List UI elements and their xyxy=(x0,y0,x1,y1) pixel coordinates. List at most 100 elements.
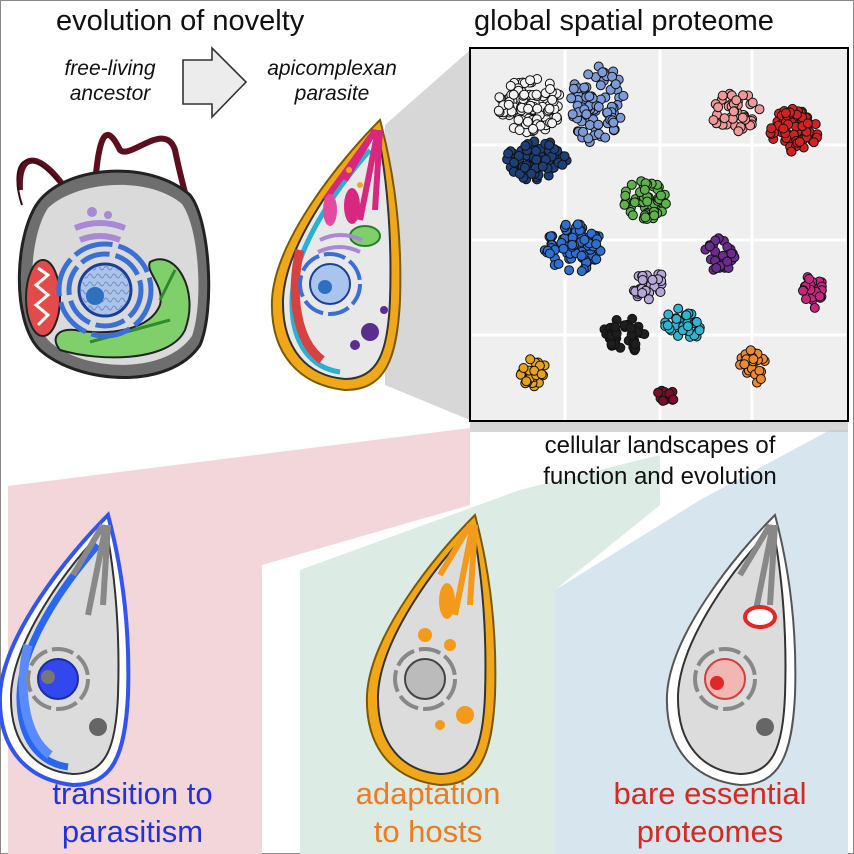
panel-label-transition-line1: transition to xyxy=(52,776,213,811)
scatter-point-lavender xyxy=(637,275,648,285)
scatter-point-light-blue xyxy=(597,67,608,78)
panel-label-adaptation-line1: adaptation xyxy=(355,776,501,811)
scatter-point-light-blue xyxy=(584,91,595,102)
ancestor-cell-icon xyxy=(16,132,211,379)
scatter-point-blue xyxy=(564,265,575,276)
parasite-label-line2: parasite xyxy=(294,82,370,105)
landscapes-label-line1: cellular landscapes of xyxy=(544,432,776,459)
scatter-point-white xyxy=(513,115,524,125)
panel-label-adaptation: adaptation to hosts xyxy=(318,775,538,851)
panel-bg-transition xyxy=(8,428,470,854)
scatter-point-pink xyxy=(733,126,744,137)
scatter-point-black xyxy=(630,339,641,350)
scatter-point-light-blue xyxy=(583,69,594,80)
parasite-cell-icon xyxy=(270,118,402,392)
scatter-point-white xyxy=(547,118,558,129)
scatter-point-pink xyxy=(728,106,739,117)
scatter-point-lavender xyxy=(637,288,648,298)
parasite-essential-icon xyxy=(665,513,797,787)
scatter-point-light-blue xyxy=(600,132,611,143)
panel-label-transition-line2: parasitism xyxy=(61,814,204,849)
panel-label-transition: transition to parasitism xyxy=(20,775,245,851)
ancestor-label-line1: free-living xyxy=(64,57,156,80)
scatter-point-navy xyxy=(531,145,541,156)
scatter-point-cyan xyxy=(673,303,684,314)
scatter-point-blue xyxy=(591,254,602,265)
scatter-point-cyan xyxy=(671,313,682,324)
panel-label-adaptation-line2: to hosts xyxy=(373,814,483,849)
scatter-point-red xyxy=(766,123,777,134)
scatter-point-orange xyxy=(748,354,759,365)
scatter-point-navy xyxy=(544,140,555,151)
scatter-point-blue xyxy=(558,243,569,254)
scatter-point-blue xyxy=(591,239,602,250)
scatter-point-navy xyxy=(537,161,548,172)
scatter-point-green xyxy=(620,190,631,201)
parasite-label-line1: apicomplexan xyxy=(267,57,397,80)
right-title: global spatial proteome xyxy=(474,5,774,37)
scatter-point-orange xyxy=(755,374,766,384)
landscapes-label: cellular landscapes of function and evol… xyxy=(500,430,820,492)
scatter-point-blue xyxy=(545,231,556,242)
scatter-point-green xyxy=(660,198,671,209)
scatter-point-light-blue xyxy=(593,101,604,112)
scatter-point-blue xyxy=(576,266,587,277)
scatter-point-pink xyxy=(731,95,742,106)
scatter-point-purple xyxy=(704,241,715,252)
scatter-point-magenta xyxy=(798,285,808,296)
scatter-point-blue xyxy=(576,250,587,261)
scatter-point-red xyxy=(808,137,819,148)
scatter-point-purple xyxy=(722,256,733,267)
scatter-point-purple xyxy=(726,248,737,259)
scatter-point-green xyxy=(627,210,638,221)
scatter-point-green xyxy=(642,196,653,207)
scatter-point-navy xyxy=(557,159,568,170)
scatter-point-pink xyxy=(708,115,719,126)
scatter-point-navy xyxy=(520,140,531,151)
scatter-point-light-blue xyxy=(618,90,629,101)
scatter-point-navy xyxy=(519,162,530,173)
scatter-point-magenta xyxy=(801,294,811,305)
evolution-arrow-icon xyxy=(182,46,248,119)
scatter-point-navy xyxy=(526,168,537,179)
scatter-point-green xyxy=(629,197,640,208)
scatter-point-cyan xyxy=(682,321,693,332)
scatter-point-cyan xyxy=(681,310,692,321)
scatter-point-blue xyxy=(553,258,564,269)
parasite-label: apicomplexan parasite xyxy=(262,56,402,106)
scatter-point-blue xyxy=(579,234,590,245)
scatter-point-magenta xyxy=(809,302,820,313)
scatter-point-light-blue xyxy=(593,119,604,130)
scatter-point-red xyxy=(802,118,813,129)
scatter-point-white xyxy=(494,92,505,103)
scatter-point-gold xyxy=(525,354,536,365)
scatter-point-white xyxy=(547,94,558,105)
scatter-point-black xyxy=(610,321,621,332)
scatter-point-gold xyxy=(518,363,529,373)
scatter-point-red xyxy=(786,146,797,157)
scatter-point-pink xyxy=(738,90,748,101)
proteome-scatter-plot xyxy=(469,47,849,422)
scatter-point-white xyxy=(503,99,514,110)
scatter-point-green xyxy=(639,184,650,195)
panel-label-essential: bare essential proteomes xyxy=(585,775,835,851)
scatter-point-white xyxy=(514,125,525,136)
parasite-transition-icon xyxy=(0,511,131,788)
scatter-point-lavender xyxy=(647,274,658,285)
scatter-point-white xyxy=(493,105,504,116)
scatter-point-white xyxy=(525,75,536,86)
scatter-point-red xyxy=(780,108,791,119)
scatter-point-black xyxy=(625,323,636,334)
scatter-point-white xyxy=(522,116,533,127)
panel-label-essential-line2: proteomes xyxy=(636,814,784,849)
scatter-point-pink xyxy=(737,112,748,123)
parasite-adaptation-icon xyxy=(365,513,497,787)
zoom-bar xyxy=(470,420,848,432)
scatter-point-orange xyxy=(739,359,750,370)
scatter-point-navy xyxy=(559,151,570,162)
scatter-point-blue xyxy=(544,248,555,259)
scatter-point-green xyxy=(619,199,630,210)
scatter-point-light-blue xyxy=(610,79,621,90)
